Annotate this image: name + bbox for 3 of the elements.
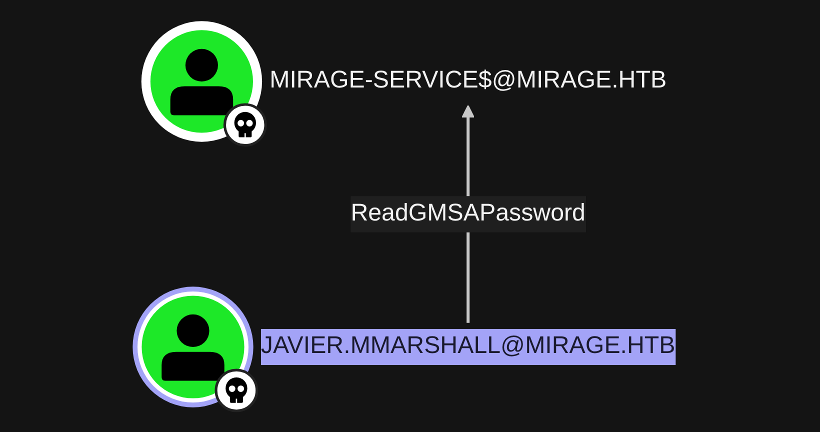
node-label: JAVIER.MMARSHALL@MIRAGE.HTB — [260, 328, 676, 366]
edge-label: ReadGMSAPassword — [350, 196, 586, 232]
node-label: MIRAGE-SERVICE$@MIRAGE.HTB — [270, 66, 667, 96]
